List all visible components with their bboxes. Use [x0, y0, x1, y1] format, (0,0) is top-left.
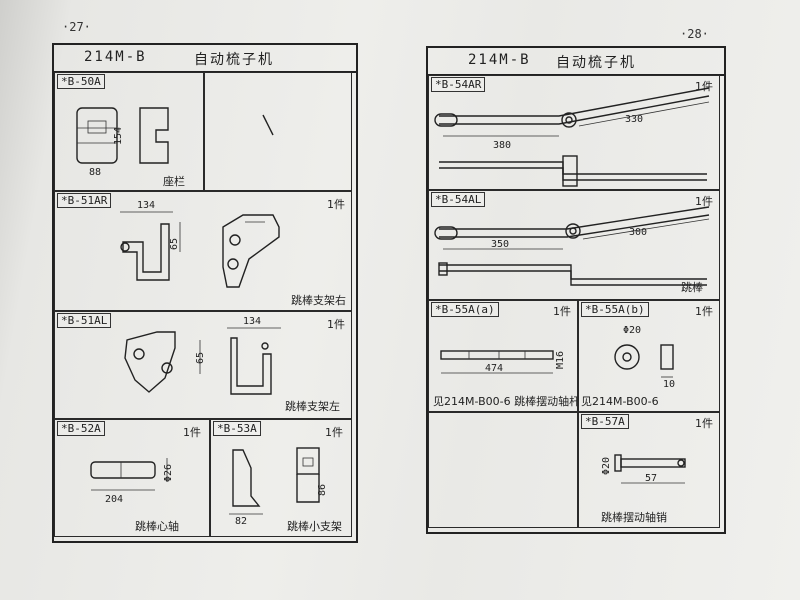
part-qty: 1件 [553, 305, 571, 318]
dim-label: 154 [113, 127, 124, 145]
dim-label: 86 [317, 484, 328, 496]
empty-cell [428, 412, 578, 528]
part-qty: 1件 [695, 195, 713, 208]
drawing-b55a-a: 474 M16 [440, 350, 566, 374]
drawing-b54al: 350 300 [434, 206, 710, 286]
part-cell-b50a: *B-50A 154 88 座栏 [54, 72, 204, 191]
part-cell-b53a: *B-53A 1件 82 86 跳棒小支架 [210, 419, 352, 537]
part-name: 见214M-B00-6 [581, 395, 659, 408]
drawing-b52a: 204 Φ26 [90, 458, 174, 505]
left-page-number: ·27· [62, 20, 91, 34]
part-code: *B-55A(a) [431, 302, 499, 317]
dim-label: Φ20 [623, 325, 641, 336]
dim-label: 88 [89, 167, 101, 178]
part-qty: 1件 [183, 426, 201, 439]
part-name: 座栏 [163, 175, 185, 188]
part-cell-b55a-b: *B-55A(b) 1件 Φ20 10 见214M-B00-6 [578, 300, 720, 412]
part-name: 跳棒心轴 [135, 520, 179, 533]
part-cell-b54al: *B-54AL 1件 350 300 跳棒 [428, 190, 720, 300]
drawing-b53a: 82 86 [229, 447, 328, 527]
drawing-b54ar: 380 330 [434, 87, 710, 187]
drawing-b51al: 65 134 [124, 316, 281, 395]
dim-label: 134 [243, 316, 261, 327]
part-name: 见214M-B00-6 跳棒摆动轴杆 [433, 395, 578, 408]
part-code: *B-53A [213, 421, 261, 436]
right-header-title: 自动梳子机 [556, 55, 636, 71]
part-code: *B-54AR [431, 77, 486, 92]
stray-mark [262, 114, 274, 136]
dim-label: 82 [235, 516, 247, 527]
part-code: *B-54AL [431, 192, 486, 207]
part-cell-b52a: *B-52A 1件 204 Φ26 跳棒心轴 [54, 419, 210, 537]
right-sheet-header: 214M-B 自动梳子机 [428, 48, 724, 76]
part-cell-b51ar: *B-51AR 1件 134 65 跳棒支架右 [54, 191, 352, 311]
dim-label: 474 [485, 363, 503, 374]
drawing-b50a: 154 88 [76, 107, 169, 178]
part-qty: 1件 [695, 417, 713, 430]
left-header-model: 214M-B [84, 49, 147, 65]
part-cell-b51al: *B-51AL 1件 65 134 跳棒支架左 [54, 311, 352, 419]
part-code: *B-57A [581, 414, 629, 429]
left-sheet-header: 214M-B 自动梳子机 [54, 45, 356, 73]
right-header-model: 214M-B [468, 52, 531, 68]
part-qty: 1件 [327, 318, 345, 331]
drawing-b57a: Φ20 57 [601, 454, 686, 484]
dim-label: 350 [491, 239, 509, 250]
dim-label: 300 [629, 227, 647, 238]
dim-label: 57 [645, 473, 657, 484]
dim-label: 10 [663, 379, 675, 390]
part-cell-b55a-a: *B-55A(a) 1件 474 M16 见214M-B00-6 跳棒摆动轴杆 [428, 300, 578, 412]
part-cell-b54ar: *B-54AR 1件 380 330 [428, 75, 720, 190]
drawing-b55a-b: Φ20 10 [614, 325, 675, 390]
dim-label: M16 [555, 351, 566, 369]
right-page-number: ·28· [680, 27, 709, 41]
part-name: 跳棒支架右 [291, 294, 346, 307]
part-name: 跳棒摆动轴销 [601, 511, 667, 524]
dim-label: 65 [169, 238, 180, 250]
part-name: 跳棒 [681, 281, 703, 294]
part-code: *B-51AL [57, 313, 112, 328]
part-name: 跳棒支架左 [285, 400, 340, 413]
dim-label: 380 [493, 140, 511, 151]
dim-label: 330 [625, 114, 643, 125]
part-name: 跳棒小支架 [287, 520, 342, 533]
part-qty: 1件 [695, 305, 713, 318]
part-code: *B-51AR [57, 193, 112, 208]
left-sheet: 214M-B 自动梳子机 *B-50A 154 88 座栏 1件 [52, 43, 358, 543]
dim-label: 204 [105, 494, 123, 505]
part-code: *B-55A(b) [581, 302, 649, 317]
part-qty: 1件 [325, 426, 343, 439]
part-code: *B-52A [57, 421, 105, 436]
dim-label: Φ20 [601, 457, 612, 475]
drawing-b51ar: 134 65 [120, 200, 280, 288]
right-sheet: 214M-B 自动梳子机 *B-54AR 1件 380 330 [426, 46, 726, 534]
dim-label: 134 [137, 200, 155, 211]
part-cell-b50a-qty: 1件 [204, 72, 352, 191]
part-cell-b57a: *B-57A 1件 Φ20 57 跳棒摆动轴销 [578, 412, 720, 528]
part-code: *B-50A [57, 74, 105, 89]
left-header-title: 自动梳子机 [194, 52, 274, 68]
dim-label: Φ26 [163, 464, 174, 482]
dim-label: 65 [195, 352, 206, 364]
part-qty: 1件 [327, 198, 345, 211]
